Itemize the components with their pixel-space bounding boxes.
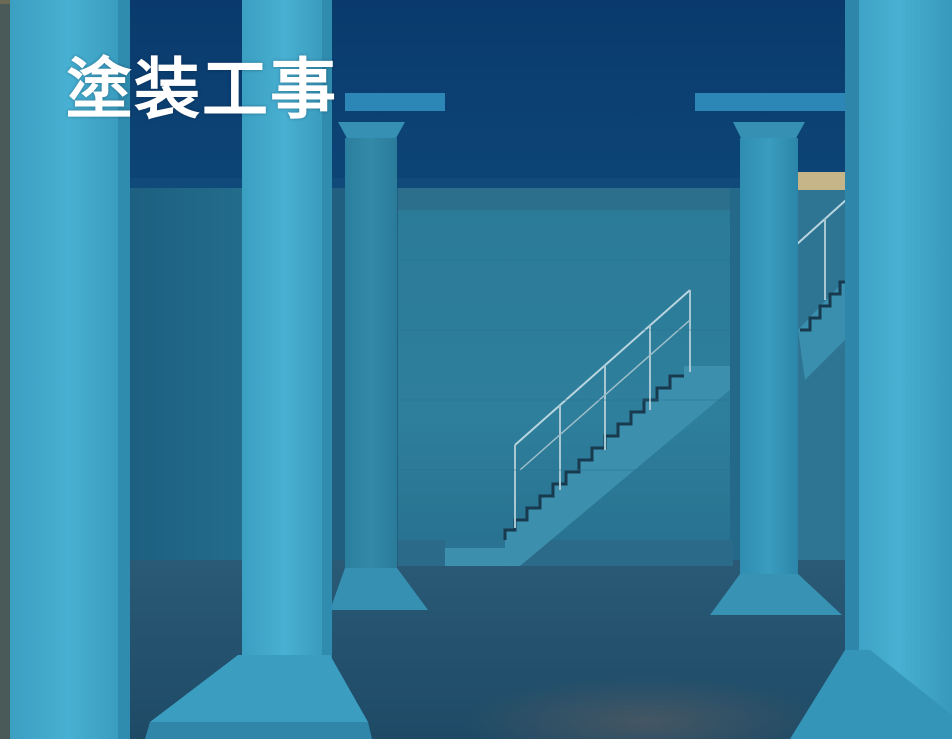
right-alcove-wall xyxy=(795,190,845,580)
handrail xyxy=(514,289,691,446)
wall-texture xyxy=(400,259,730,471)
pillar-front-middle xyxy=(145,0,372,739)
left-edge-strip xyxy=(0,0,10,739)
right-ceiling-beam xyxy=(695,93,845,111)
pillar-back-left xyxy=(330,122,428,610)
page-title: 塗装工事 xyxy=(66,51,338,128)
pillar-front-left xyxy=(10,0,130,739)
opening-light xyxy=(795,172,845,192)
pillar-back-right xyxy=(710,122,842,615)
pillar-front-right xyxy=(790,0,952,739)
left-side-wall xyxy=(125,188,245,568)
back-wall-top xyxy=(398,188,733,210)
staircase xyxy=(445,289,730,566)
right-staircase xyxy=(795,199,847,380)
left-ceiling-beam xyxy=(345,93,445,111)
